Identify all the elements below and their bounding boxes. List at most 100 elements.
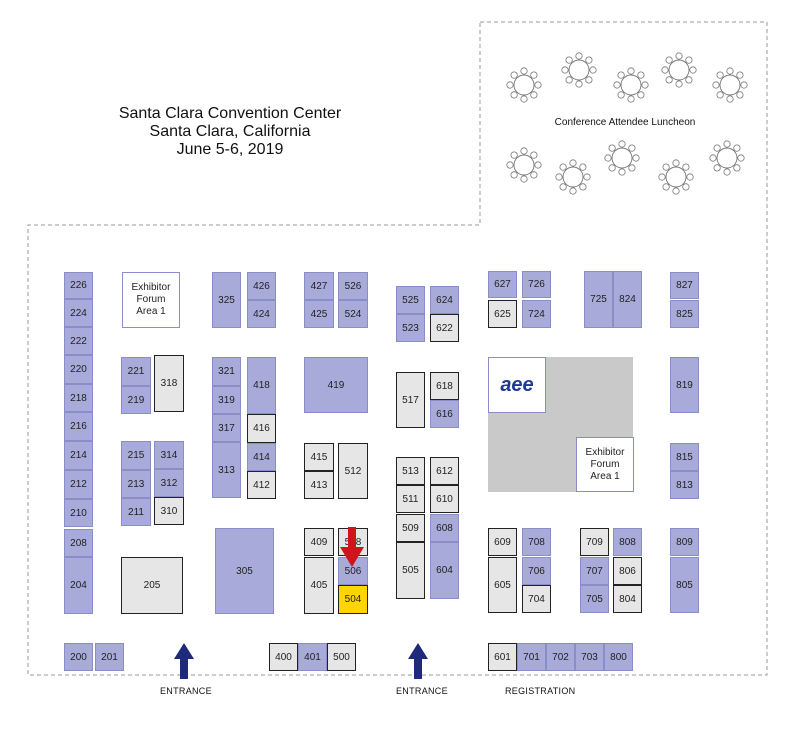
exhibitor-forum-2[interactable]: Exhibitor Forum Area 1 [576,437,634,492]
booth-314[interactable]: 314 [154,441,184,469]
booth-624[interactable]: 624 [430,286,459,314]
booth-200[interactable]: 200 [64,643,93,671]
booth-413[interactable]: 413 [304,471,334,499]
booth-513[interactable]: 513 [396,457,425,485]
booth-827[interactable]: 827 [670,272,699,299]
booth-800[interactable]: 800 [604,643,633,671]
registration-label: REGISTRATION [505,686,576,696]
booth-412[interactable]: 412 [247,471,276,499]
booth-523[interactable]: 523 [396,314,425,342]
booth-704[interactable]: 704 [522,585,551,613]
booth-213[interactable]: 213 [121,470,151,498]
booth-808[interactable]: 808 [613,528,642,556]
booth-509[interactable]: 509 [396,514,425,542]
booth-426[interactable]: 426 [247,272,276,300]
booth-604[interactable]: 604 [430,542,459,599]
booth-218[interactable]: 218 [64,384,93,412]
luncheon-label: Conference Attendee Luncheon [554,117,696,128]
booth-305[interactable]: 305 [215,528,274,614]
booth-419[interactable]: 419 [304,357,368,413]
booth-317[interactable]: 317 [212,414,241,442]
booth-708[interactable]: 708 [522,528,551,556]
booth-415[interactable]: 415 [304,443,334,471]
booth-609[interactable]: 609 [488,528,517,556]
booth-409[interactable]: 409 [304,528,334,556]
booth-401[interactable]: 401 [298,643,327,671]
booth-506[interactable]: 506 [338,557,368,585]
booth-400[interactable]: 400 [269,643,298,671]
exhibitor-forum-1[interactable]: Exhibitor Forum Area 1 [122,272,180,328]
booth-805[interactable]: 805 [670,557,699,613]
booth-601[interactable]: 601 [488,643,517,671]
booth-815[interactable]: 815 [670,443,699,471]
booth-418[interactable]: 418 [247,357,276,414]
booth-608[interactable]: 608 [430,514,459,542]
booth-703[interactable]: 703 [575,643,604,671]
booth-804[interactable]: 804 [613,585,642,613]
booth-605[interactable]: 605 [488,557,517,613]
booth-310[interactable]: 310 [154,497,184,525]
booth-414[interactable]: 414 [247,443,276,471]
booth-627[interactable]: 627 [488,271,517,298]
booth-511[interactable]: 511 [396,485,425,513]
booth-616[interactable]: 616 [430,400,459,428]
booth-524[interactable]: 524 [338,300,368,328]
booth-504[interactable]: 504 [338,585,368,614]
booth-212[interactable]: 212 [64,470,93,499]
booth-313[interactable]: 313 [212,442,241,498]
booth-205[interactable]: 205 [121,557,183,614]
booth-709[interactable]: 709 [580,528,609,556]
booth-405[interactable]: 405 [304,557,334,614]
booth-512[interactable]: 512 [338,443,368,499]
booth-517[interactable]: 517 [396,372,425,428]
booth-819[interactable]: 819 [670,357,699,413]
booth-612[interactable]: 612 [430,457,459,485]
booth-215[interactable]: 215 [121,441,151,470]
booth-208[interactable]: 208 [64,529,93,557]
booth-701[interactable]: 701 [517,643,546,671]
booth-319[interactable]: 319 [212,386,241,414]
booth-210[interactable]: 210 [64,499,93,527]
booth-226[interactable]: 226 [64,272,93,299]
booth-427[interactable]: 427 [304,272,334,300]
entrance-right-label: ENTRANCE [396,686,448,696]
booth-211[interactable]: 211 [121,498,151,526]
booth-825[interactable]: 825 [670,300,699,328]
booth-813[interactable]: 813 [670,471,699,499]
booth-221[interactable]: 221 [121,357,151,386]
booth-725[interactable]: 725 [584,271,613,328]
booth-809[interactable]: 809 [670,528,699,556]
booth-706[interactable]: 706 [522,557,551,585]
booth-204[interactable]: 204 [64,557,93,614]
booth-622[interactable]: 622 [430,314,459,342]
booth-224[interactable]: 224 [64,299,93,327]
booth-312[interactable]: 312 [154,469,184,497]
booth-705[interactable]: 705 [580,585,609,613]
booth-219[interactable]: 219 [121,386,151,414]
booth-702[interactable]: 702 [546,643,575,671]
booth-201[interactable]: 201 [95,643,124,671]
booth-424[interactable]: 424 [247,300,276,328]
booth-214[interactable]: 214 [64,441,93,470]
booth-222[interactable]: 222 [64,327,93,355]
booth-425[interactable]: 425 [304,300,334,328]
booth-724[interactable]: 724 [522,300,551,328]
booth-500[interactable]: 500 [327,643,356,671]
booth-610[interactable]: 610 [430,485,459,513]
booth-806[interactable]: 806 [613,557,642,585]
booth-220[interactable]: 220 [64,355,93,384]
booth-525[interactable]: 525 [396,286,425,314]
booth-625[interactable]: 625 [488,300,517,328]
booth-824[interactable]: 824 [613,271,642,328]
booth-707[interactable]: 707 [580,557,609,585]
booth-505[interactable]: 505 [396,542,425,599]
round-table-icon [561,52,597,88]
booth-321[interactable]: 321 [212,357,241,386]
booth-325[interactable]: 325 [212,272,241,328]
booth-526[interactable]: 526 [338,272,368,300]
booth-216[interactable]: 216 [64,412,93,441]
booth-726[interactable]: 726 [522,271,551,298]
booth-318[interactable]: 318 [154,355,184,412]
booth-618[interactable]: 618 [430,372,459,400]
booth-416[interactable]: 416 [247,414,276,443]
